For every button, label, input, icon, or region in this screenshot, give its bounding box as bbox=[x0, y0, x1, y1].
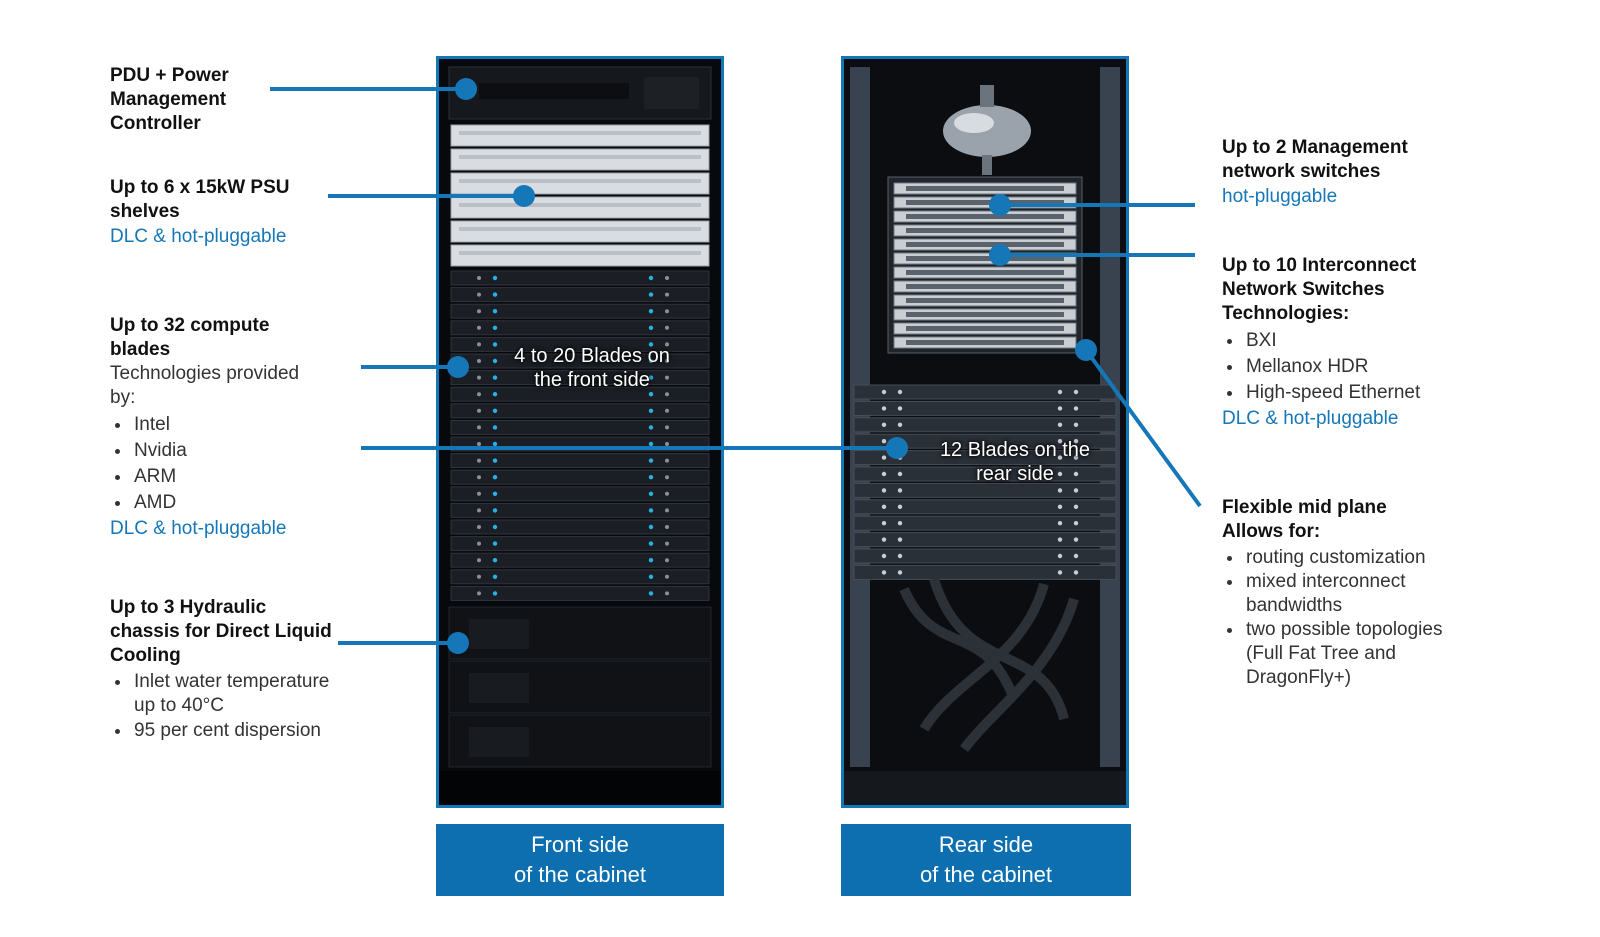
marker-rear-blades bbox=[886, 437, 908, 459]
callout-hydraulic-list: Inlet water temperature up to 40°C 95 pe… bbox=[110, 670, 332, 744]
rear-cabinet-illustration bbox=[844, 59, 1126, 805]
network-switches bbox=[893, 182, 1077, 349]
marker-psu bbox=[513, 185, 535, 207]
front-blades-label: 4 to 20 Blades on the front side bbox=[514, 345, 670, 391]
callout-pdu: PDU + Power Management Controller bbox=[110, 64, 270, 136]
front-cabinet bbox=[436, 56, 724, 808]
callout-compute-sub: Technologies provided by: bbox=[110, 363, 300, 408]
callout-compute: Up to 32 compute blades Technologies pro… bbox=[110, 314, 340, 542]
callout-psu-note: DLC & hot-pluggable bbox=[110, 226, 287, 247]
callout-midplane-title: Flexible mid plane Allows for: bbox=[1222, 497, 1387, 542]
marker-front-blades bbox=[447, 356, 469, 378]
marker-mgmt bbox=[989, 194, 1011, 216]
rear-caption: Rear side of the cabinet bbox=[841, 824, 1131, 896]
front-caption-line1: Front side bbox=[531, 832, 629, 857]
list-item: BXI bbox=[1244, 328, 1442, 354]
front-blades bbox=[450, 270, 710, 601]
list-item: Intel bbox=[132, 412, 340, 438]
list-item: two possible topologies (Full Fat Tree a… bbox=[1244, 618, 1472, 690]
list-item: routing customization bbox=[1244, 546, 1472, 570]
list-item: AMD bbox=[132, 490, 340, 516]
list-item: Nvidia bbox=[132, 438, 340, 464]
list-item: High-speed Ethernet bbox=[1244, 380, 1442, 406]
callout-psu-title: Up to 6 x 15kW PSU shelves bbox=[110, 177, 290, 222]
list-item: Inlet water temperature up to 40°C bbox=[132, 670, 332, 718]
list-item: mixed interconnect bandwidths bbox=[1244, 570, 1472, 618]
callout-interconnect-note: DLC & hot-pluggable bbox=[1222, 408, 1399, 429]
callout-mgmt-title: Up to 2 Management network switches bbox=[1222, 137, 1408, 182]
callout-interconnect: Up to 10 Interconnect Network Switches T… bbox=[1222, 254, 1442, 432]
leader-line-midplane bbox=[1084, 348, 1202, 508]
callout-compute-title: Up to 32 compute blades bbox=[110, 315, 270, 360]
rear-blades-label: 12 Blades on the rear side bbox=[939, 439, 1091, 485]
marker-midplane bbox=[1075, 339, 1097, 361]
rear-blades bbox=[853, 384, 1117, 580]
callout-psu: Up to 6 x 15kW PSU shelves DLC & hot-plu… bbox=[110, 176, 320, 250]
list-item: 95 per cent dispersion bbox=[132, 718, 332, 744]
list-item: ARM bbox=[132, 464, 340, 490]
callout-compute-list: Intel Nvidia ARM AMD bbox=[110, 412, 340, 516]
rear-cabinet bbox=[841, 56, 1129, 808]
callout-pdu-title: PDU + Power Management Controller bbox=[110, 65, 229, 134]
list-item: Mellanox HDR bbox=[1244, 354, 1442, 380]
callout-hydraulic: Up to 3 Hydraulic chassis for Direct Liq… bbox=[110, 596, 340, 744]
callout-interconnect-list: BXI Mellanox HDR High-speed Ethernet bbox=[1222, 328, 1442, 406]
callout-mgmt-note: hot-pluggable bbox=[1222, 186, 1338, 207]
rear-caption-line2: of the cabinet bbox=[919, 862, 1053, 887]
rear-caption-line1: Rear side bbox=[938, 832, 1034, 857]
front-caption: Front side of the cabinet bbox=[436, 824, 724, 896]
callout-midplane: Flexible mid plane Allows for: routing c… bbox=[1222, 496, 1472, 690]
callout-hydraulic-title: Up to 3 Hydraulic chassis for Direct Liq… bbox=[110, 597, 332, 666]
callout-compute-note: DLC & hot-pluggable bbox=[110, 518, 287, 539]
front-cabinet-illustration bbox=[439, 59, 721, 805]
marker-interconnect bbox=[989, 244, 1011, 266]
callout-midplane-list: routing customization mixed interconnect… bbox=[1222, 546, 1472, 690]
marker-hydraulic bbox=[447, 632, 469, 654]
callout-interconnect-title: Up to 10 Interconnect Network Switches T… bbox=[1222, 255, 1417, 324]
front-caption-line2: of the cabinet bbox=[513, 862, 647, 887]
marker-pdu bbox=[455, 78, 477, 100]
callout-mgmt: Up to 2 Management network switches hot-… bbox=[1222, 136, 1412, 210]
